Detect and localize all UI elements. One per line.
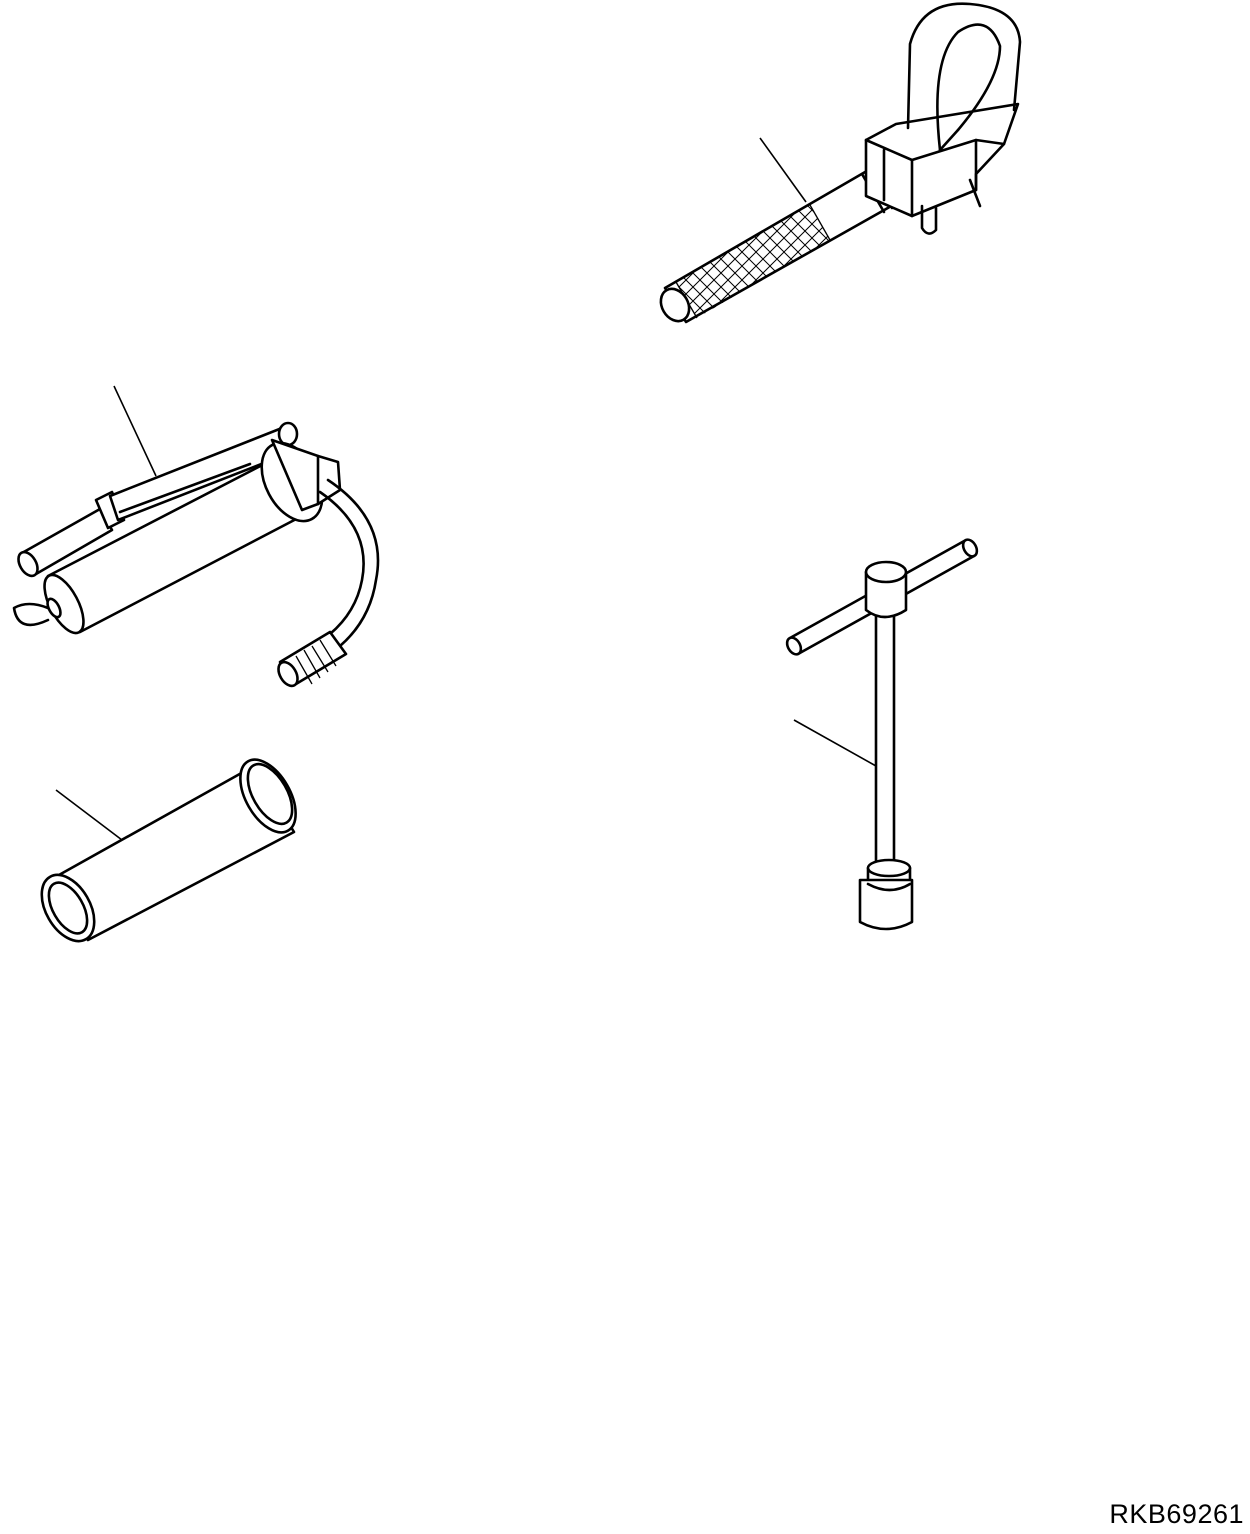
figure-code: RKB69261	[1109, 1499, 1244, 1529]
grease-gun-icon	[12, 385, 380, 688]
tow-pin-icon	[659, 2, 1022, 324]
pipe-extension-icon	[40, 758, 297, 943]
t-socket-wrench-icon	[785, 538, 979, 931]
